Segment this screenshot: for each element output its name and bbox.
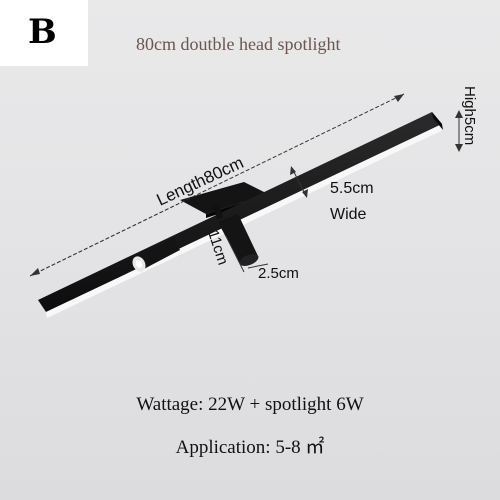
width-word-label: Wide <box>330 206 367 223</box>
spot-diameter-dimension-line <box>247 263 269 269</box>
spot-length-dimension-line <box>225 235 245 273</box>
spotlight-head-angled <box>132 238 180 272</box>
variant-letter: B <box>28 12 57 52</box>
width-value-label: 5.5cm <box>330 180 374 197</box>
height-label: High5cm <box>461 86 478 145</box>
wattage-spec: Wattage: 22W + spotlight 6W <box>136 394 364 415</box>
spot-diameter-label: 2.5cm <box>258 265 299 282</box>
width-dimension-line <box>290 166 308 198</box>
product-title: 80cm doutble head spotlight <box>136 34 341 54</box>
variant-badge: B <box>0 0 88 66</box>
light-bar <box>38 112 443 318</box>
spotlight-head-upright <box>212 204 259 266</box>
length-dimension-line <box>29 93 405 277</box>
height-dimension-line <box>455 110 463 152</box>
application-spec: Application: 5-8 ㎡ <box>175 437 325 458</box>
